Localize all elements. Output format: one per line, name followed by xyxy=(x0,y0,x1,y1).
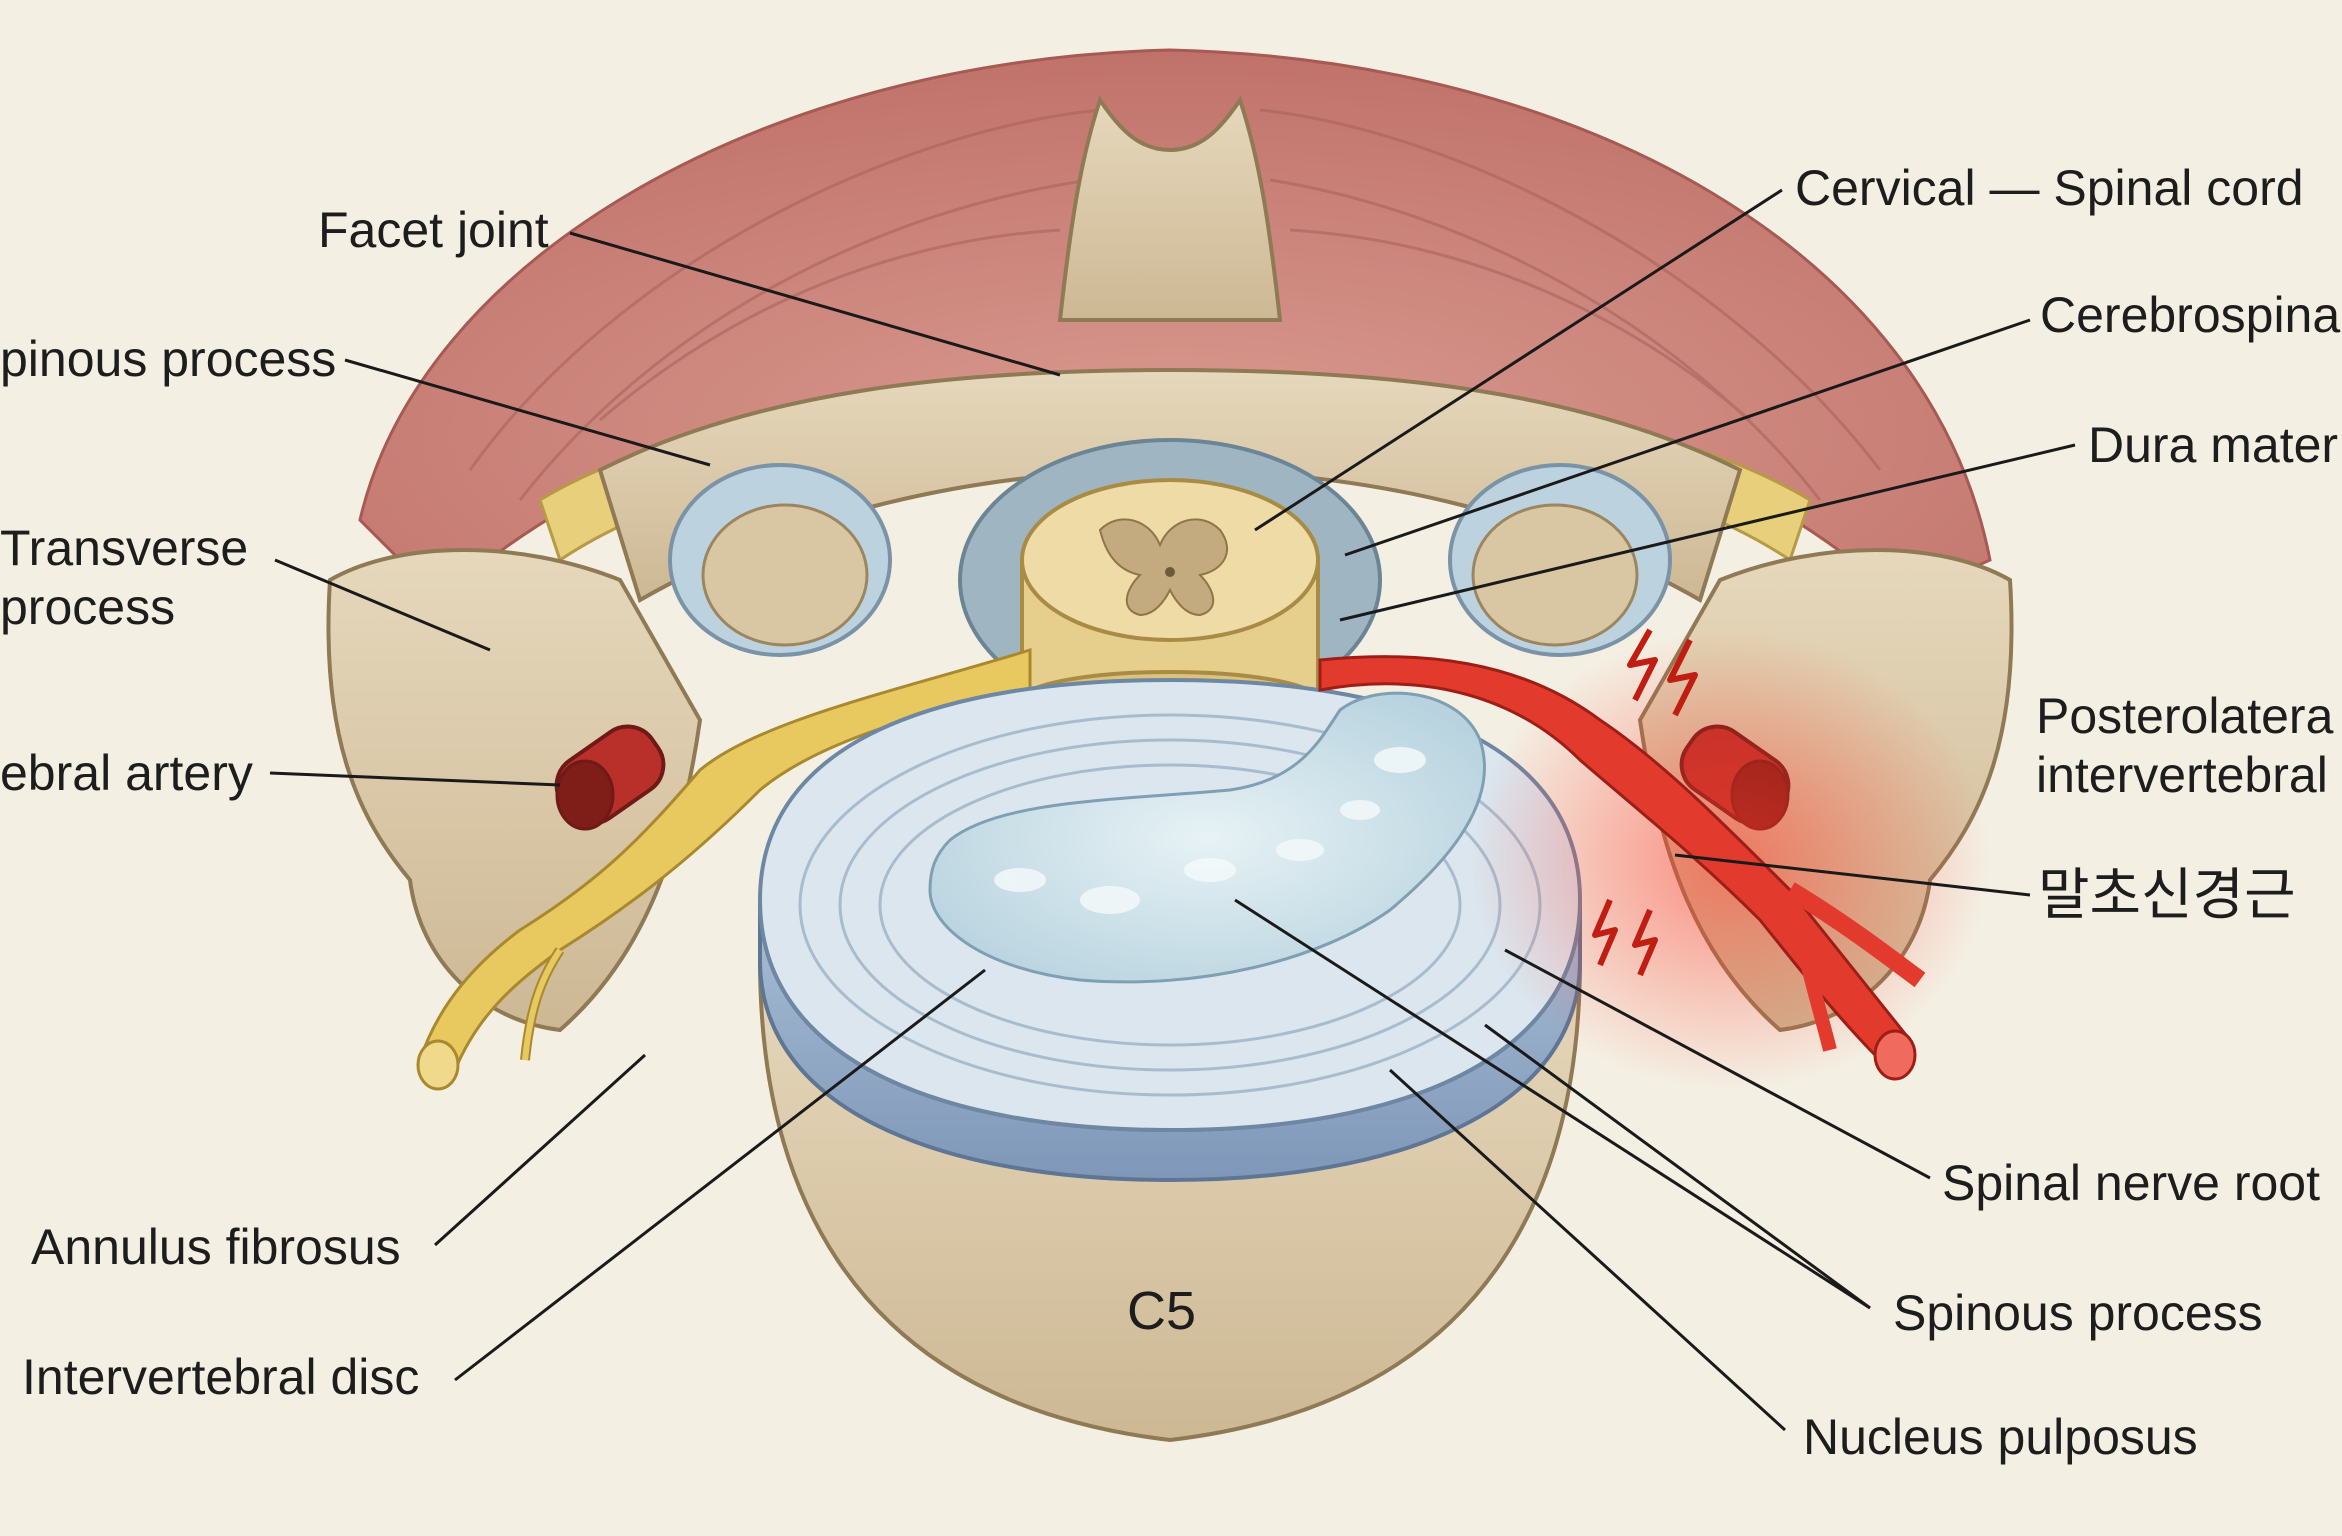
leader-facet-joint xyxy=(569,231,1061,377)
nucleus-pulposus xyxy=(928,691,1486,984)
label-cerebrospinal: Cerebrospina xyxy=(2040,287,2341,343)
leader-spinal-nerve-root xyxy=(1504,948,1931,1180)
pain-bolts xyxy=(1592,628,1698,977)
leader-peripheral-nerve xyxy=(1674,853,2031,897)
vertebral-arch xyxy=(597,367,1743,603)
vertebra-level-label: C5 xyxy=(1127,1281,1197,1341)
label-nucleus-pulposus: Nucleus pulposus xyxy=(1803,1409,2198,1465)
leader-dura-mater xyxy=(1339,443,2076,622)
label-vertebral-artery: ebral artery xyxy=(0,745,253,801)
leader-vertebral-artery xyxy=(269,771,561,787)
label-facet-joint: Facet joint xyxy=(318,202,549,258)
label-transverse-process-2: process xyxy=(0,579,176,635)
label-transverse-process-1: Transverse xyxy=(0,520,249,576)
label-spinous-process-top: pinous process xyxy=(0,331,337,387)
leader-cerebrospinal xyxy=(1344,318,2031,557)
leader-intervertebral-disc xyxy=(454,968,986,1382)
leader-spinous-process-top xyxy=(344,358,711,467)
label-posterolateral-1: Posterolatera xyxy=(2036,688,2334,744)
label-spinous-process-bottom: Spinous process xyxy=(1893,1285,2263,1341)
leader-cervical-spinal-cord xyxy=(1254,188,1783,532)
label-intervertebral-disc: Intervertebral disc xyxy=(22,1349,420,1405)
label-spinal-nerve-root: Spinal nerve root xyxy=(1942,1155,2321,1211)
leader-annulus-fibrosus xyxy=(433,1053,647,1247)
leader-transverse-process xyxy=(274,558,491,652)
label-posterolateral-2: intervertebral xyxy=(2036,747,2328,803)
leader-lines xyxy=(269,188,2076,1432)
leader-spinous-process-bottom-b xyxy=(1234,898,1871,1310)
spinal-cord xyxy=(1020,478,1320,730)
label-annulus-fibrosus: Annulus fibrosus xyxy=(31,1219,401,1275)
leader-spinous-process-bottom-a xyxy=(1484,1023,1871,1310)
label-dura-mater: Dura mater xyxy=(2088,417,2339,473)
gray-matter xyxy=(1098,518,1229,617)
leader-nucleus-pulposus xyxy=(1388,1068,1787,1432)
label-peripheral-nerve-korean: 말초신경근 xyxy=(2038,863,2296,926)
spinous-process xyxy=(1057,95,1283,322)
vertebral-artery-left xyxy=(554,724,666,831)
label-cervical-spinal-cord: Cervical — Spinal cord xyxy=(1795,160,2304,216)
